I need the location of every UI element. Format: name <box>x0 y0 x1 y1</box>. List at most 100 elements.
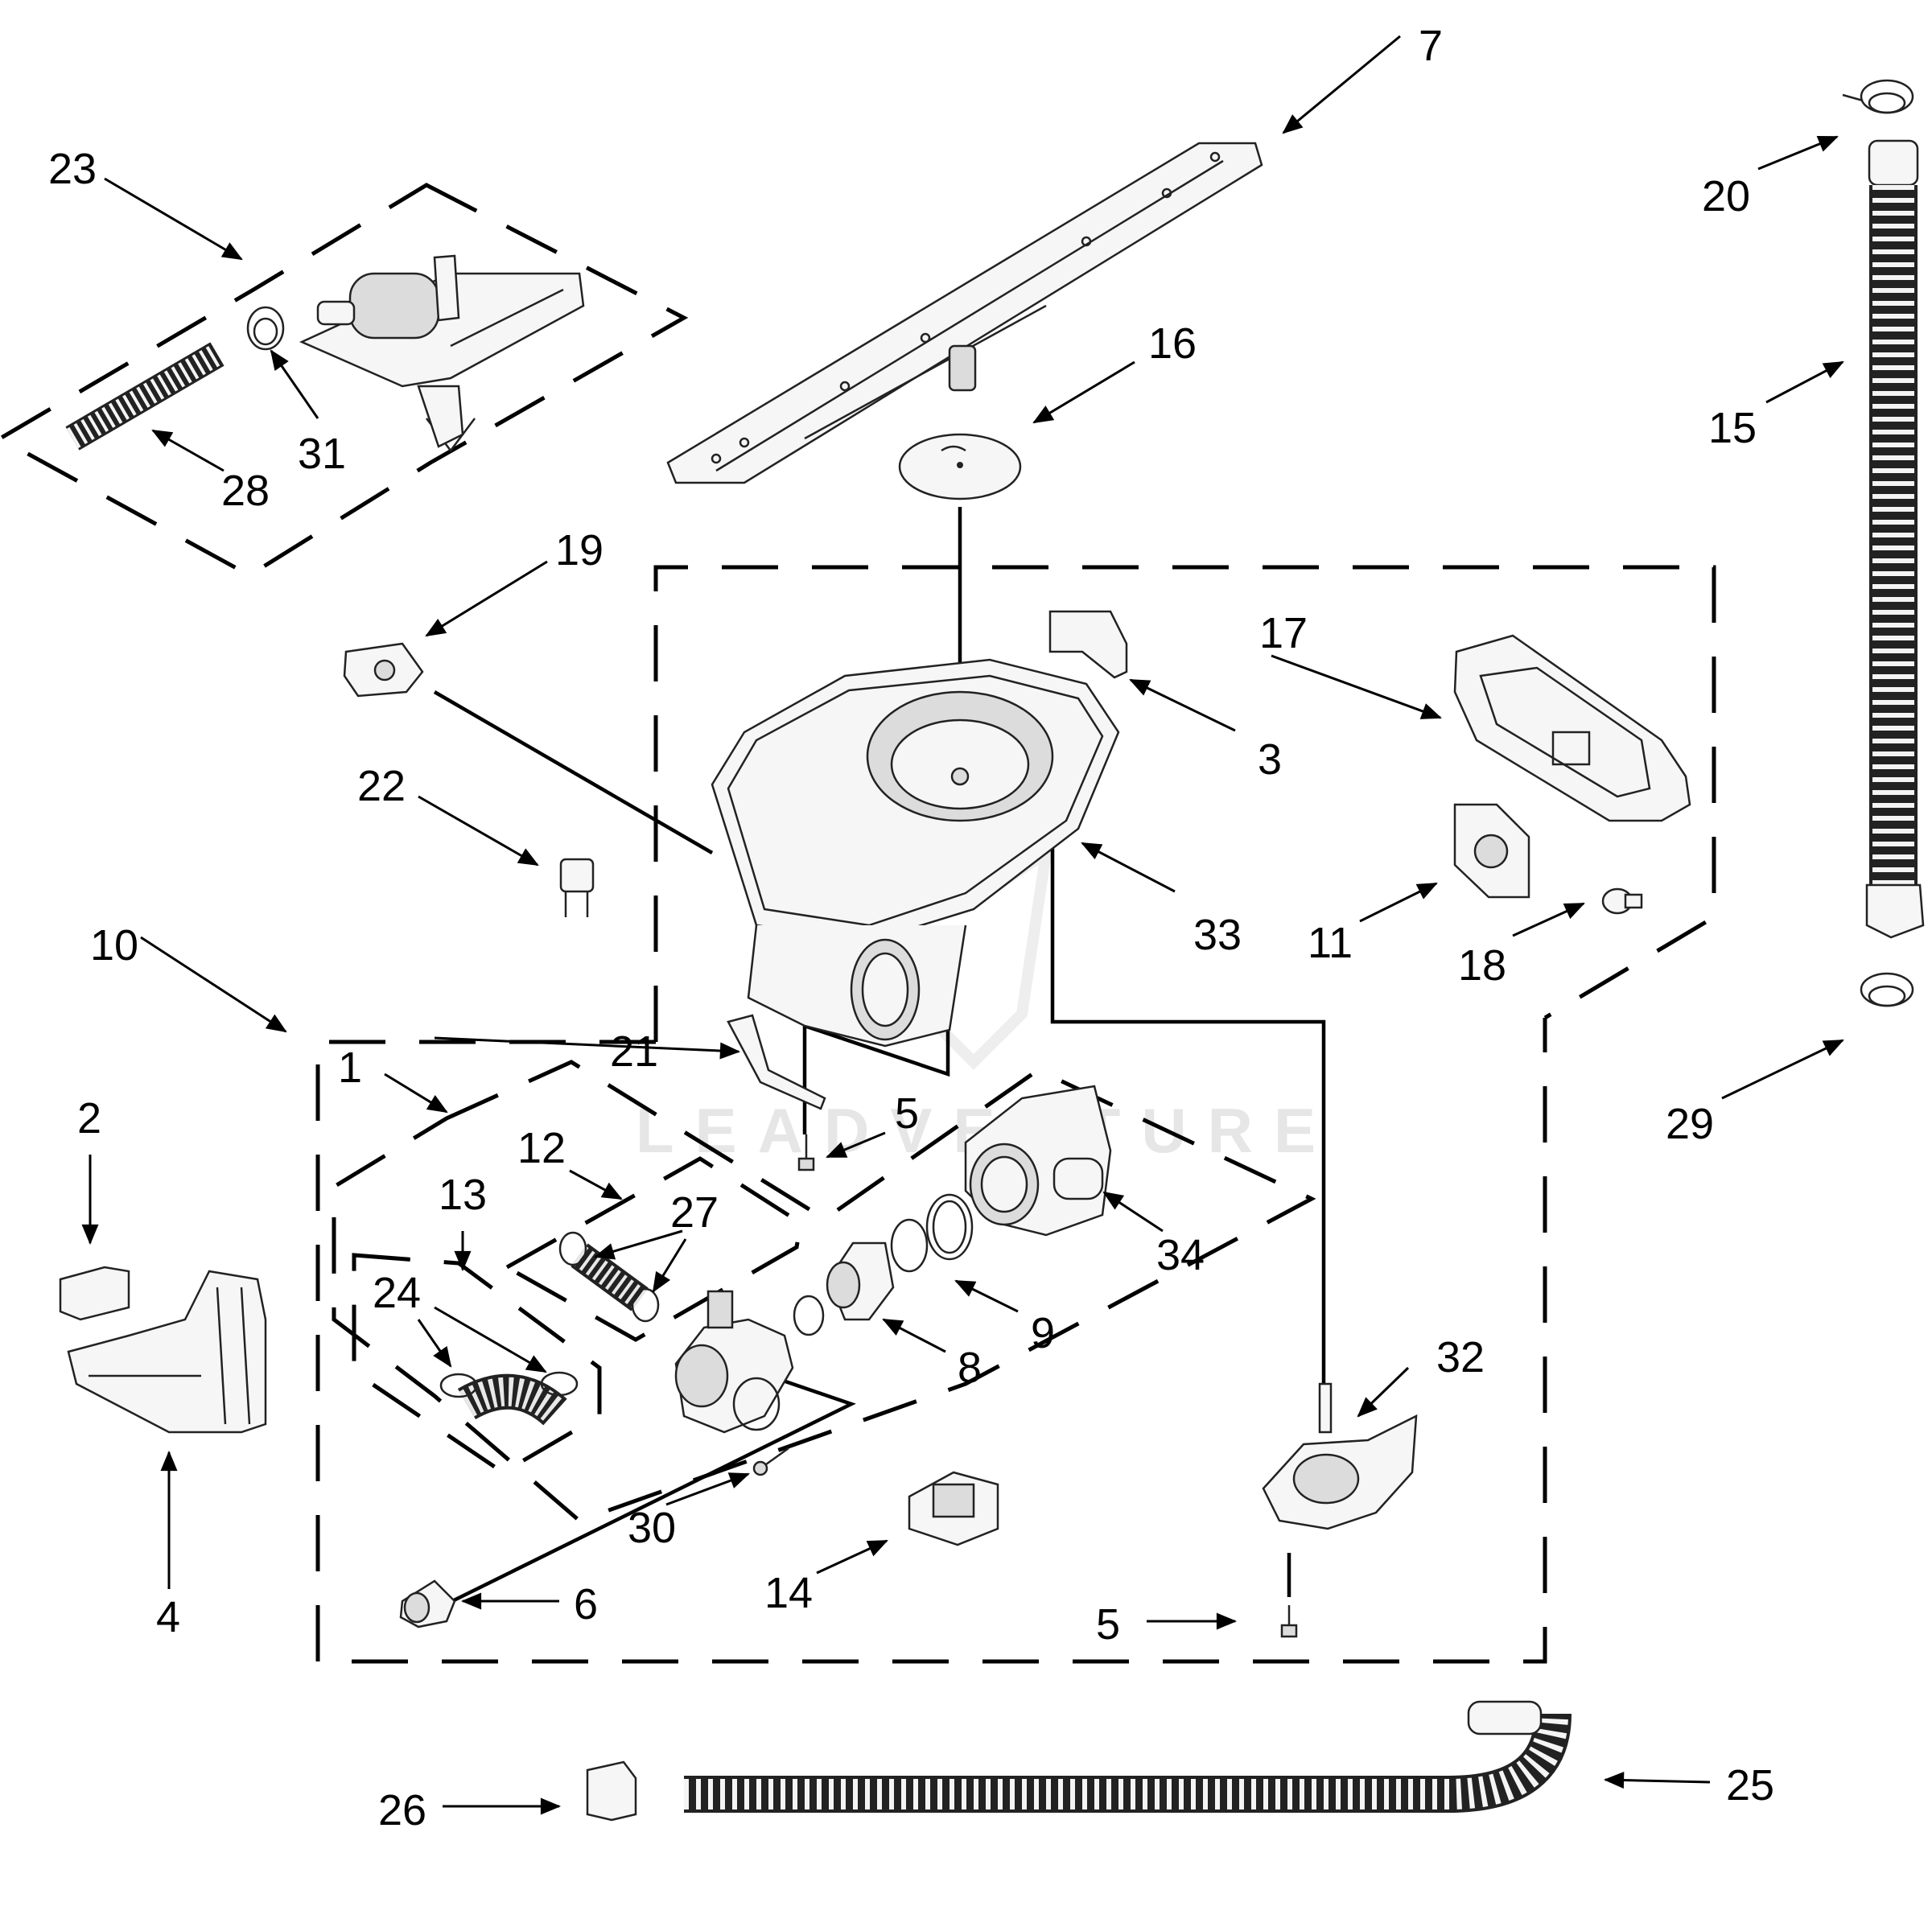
spray-arm-part-7 <box>666 142 1263 484</box>
assembly-lines <box>433 507 1326 1604</box>
callout-3: 3 <box>1258 735 1282 784</box>
callout-18: 18 <box>1458 941 1506 990</box>
disk-part-16 <box>898 433 1022 500</box>
arrow-24b <box>434 1306 547 1373</box>
callout-25: 25 <box>1726 1761 1774 1810</box>
bracket-part-17 <box>1453 634 1691 822</box>
inlet-valve-part-23 <box>299 254 585 453</box>
mount-part-11 <box>1453 803 1530 899</box>
callout-33: 33 <box>1193 911 1242 959</box>
bracket-part-2 <box>59 1266 130 1321</box>
arrow-20 <box>1757 135 1839 171</box>
clamp-part-29 <box>1860 972 1914 1007</box>
line-19-to-sump <box>433 690 714 854</box>
callout-2: 2 <box>77 1094 101 1143</box>
callout-1: 1 <box>338 1044 362 1092</box>
arrow-8 <box>882 1318 946 1353</box>
arrow-25 <box>1603 1772 1711 1789</box>
arrow-19 <box>425 560 548 637</box>
seal-part-6 <box>399 1579 456 1628</box>
group-1-outline <box>332 1060 1316 1523</box>
callout-34: 34 <box>1156 1231 1205 1279</box>
arrow-15 <box>1765 360 1844 404</box>
diverter-part-32 <box>1262 1382 1418 1530</box>
callout-20: 20 <box>1702 172 1750 220</box>
callout-24: 24 <box>373 1269 421 1317</box>
arrow-29 <box>1721 1039 1844 1100</box>
group-10-outline <box>315 1018 1547 1664</box>
clip-part-26 <box>586 1760 637 1822</box>
arrow-27a <box>593 1229 683 1260</box>
callout-13: 13 <box>439 1171 487 1219</box>
arrow-3 <box>1129 678 1236 732</box>
arrow-30 <box>665 1472 750 1506</box>
callout-32: 32 <box>1436 1333 1485 1381</box>
arrow-22 <box>418 795 539 867</box>
callout-17: 17 <box>1259 609 1308 657</box>
sump-part-33 <box>711 658 1120 1048</box>
callout-10: 10 <box>90 921 138 970</box>
callout-6: 6 <box>574 1580 598 1628</box>
arrow-27b <box>652 1238 687 1293</box>
arrow-34 <box>1102 1191 1164 1233</box>
callout-16: 16 <box>1148 319 1197 368</box>
arrow-7 <box>1282 35 1401 134</box>
callout-8: 8 <box>958 1344 982 1392</box>
arrow-23 <box>104 177 243 261</box>
clip-part-3 <box>1048 610 1128 679</box>
callout-22: 22 <box>357 762 406 810</box>
arrow-16 <box>1032 360 1135 424</box>
screw-part-5b <box>1280 1605 1298 1638</box>
callout-31: 31 <box>298 430 346 478</box>
callout-14: 14 <box>764 1569 813 1617</box>
housing-part-4 <box>67 1270 267 1434</box>
callout-29: 29 <box>1666 1100 1714 1148</box>
motor-part-34 <box>964 1085 1112 1237</box>
clamp-part-31 <box>246 306 285 351</box>
group-boxes <box>0 183 1716 1664</box>
impeller-part-8 <box>793 1241 895 1336</box>
callout-9: 9 <box>1031 1309 1055 1357</box>
elbow-part-24 <box>439 1371 579 1426</box>
callout-21: 21 <box>610 1027 658 1076</box>
sensor-part-19 <box>343 642 424 698</box>
callout-30: 30 <box>628 1504 676 1552</box>
valve-part-14 <box>908 1471 999 1546</box>
arrow-9 <box>954 1279 1019 1313</box>
arrow-5a <box>826 1131 886 1159</box>
arrow-33 <box>1081 842 1176 893</box>
callout-26: 26 <box>378 1786 426 1834</box>
callout-19: 19 <box>555 526 603 574</box>
callout-arrows <box>81 35 1844 1815</box>
arrow-10 <box>140 936 287 1033</box>
callout-12: 12 <box>517 1124 566 1172</box>
plug-part-18 <box>1601 887 1643 915</box>
screw-part-5a <box>797 1134 815 1171</box>
arrow-17 <box>1271 654 1442 719</box>
callout-23: 23 <box>48 145 97 193</box>
hose-part-28 <box>65 342 225 451</box>
line-sump-to-32 <box>1050 837 1326 1384</box>
thermistor-part-22 <box>559 858 595 917</box>
hose-part-25 <box>684 1700 1572 1813</box>
callout-11: 11 <box>1308 919 1353 967</box>
arrow-11 <box>1359 882 1438 923</box>
arrow-12 <box>569 1169 623 1200</box>
seal-part-9 <box>890 1193 974 1273</box>
callout-15: 15 <box>1708 404 1757 452</box>
bracket-part-21 <box>727 1014 826 1110</box>
arrow-14 <box>816 1539 888 1575</box>
callout-4: 4 <box>156 1593 180 1641</box>
group-23-outline <box>0 183 689 578</box>
callout-27: 27 <box>670 1188 719 1237</box>
group-33-outline <box>653 565 1716 1042</box>
group-12-outline <box>502 1156 803 1342</box>
arrow-1 <box>384 1073 448 1114</box>
arrow-24a <box>417 1319 452 1368</box>
arrow-21 <box>434 1036 741 1060</box>
arrow-18 <box>1512 902 1585 937</box>
hose-part-15 <box>1865 139 1925 939</box>
callout-5b: 5 <box>1096 1600 1120 1649</box>
pump-body-part <box>674 1290 794 1434</box>
